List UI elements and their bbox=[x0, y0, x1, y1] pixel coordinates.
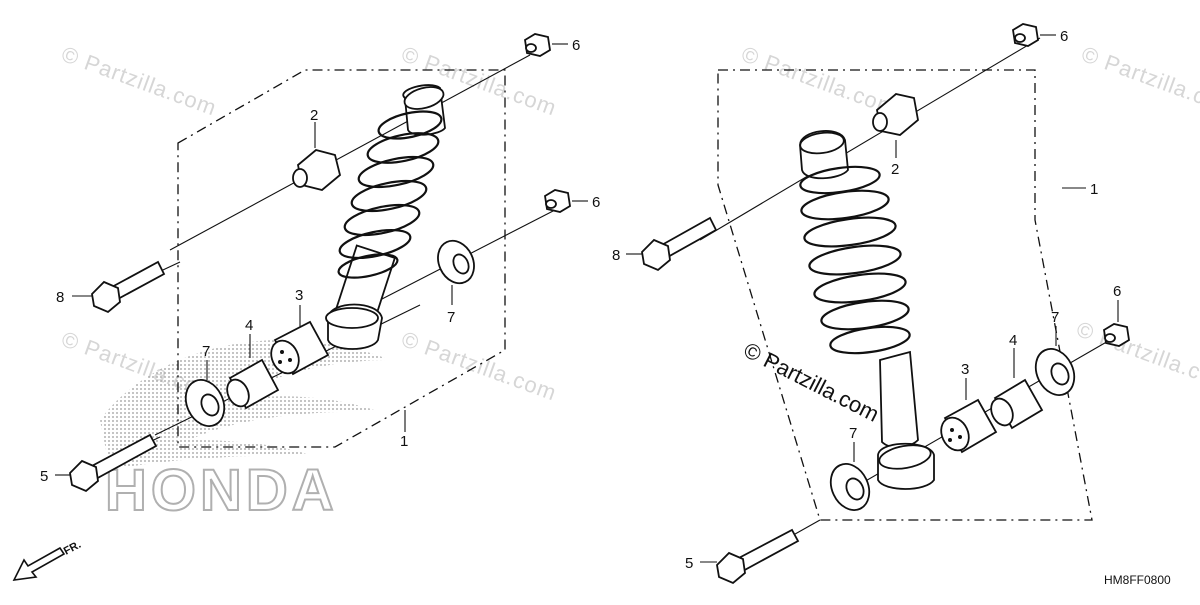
left-assembly: 2 6 6 7 3 4 7 8 5 1 bbox=[40, 33, 600, 493]
washer-left-left bbox=[184, 379, 226, 427]
callout-6-mid: 6 bbox=[1113, 283, 1121, 300]
diagram-id: HM8FF0800 bbox=[1104, 573, 1171, 587]
callout-2: 2 bbox=[891, 161, 899, 178]
bolt-right-top bbox=[641, 216, 718, 272]
washer-right-left bbox=[829, 463, 871, 511]
front-arrow-label: FR. bbox=[62, 539, 83, 558]
callout-6-mid: 6 bbox=[592, 194, 600, 211]
callout-7-right: 7 bbox=[1051, 309, 1059, 326]
callout-5: 5 bbox=[685, 555, 693, 572]
callout-7-left: 7 bbox=[849, 425, 857, 442]
watermark-3: © Partzilla.com bbox=[738, 41, 900, 120]
bolt-left-top bbox=[91, 260, 166, 314]
callout-5: 5 bbox=[40, 468, 48, 485]
watermark-7: © Partzilla.com bbox=[1073, 316, 1200, 395]
rubber-bushing-right bbox=[940, 398, 998, 454]
bolt-left-bottom bbox=[69, 433, 158, 493]
honda-wordmark: HONDA bbox=[105, 458, 338, 523]
shock-absorber-right bbox=[799, 130, 935, 490]
callout-3: 3 bbox=[961, 361, 969, 378]
nut-left-mid bbox=[544, 189, 571, 213]
callout-4: 4 bbox=[245, 317, 253, 334]
callout-6-top: 6 bbox=[572, 37, 580, 54]
front-direction-indicator: FR. bbox=[12, 539, 83, 581]
nut-right-mid bbox=[1103, 323, 1130, 347]
front-arrow-icon bbox=[12, 546, 66, 581]
callout-1: 1 bbox=[400, 433, 408, 450]
callout-2: 2 bbox=[310, 107, 318, 124]
bushing-right bbox=[872, 93, 919, 136]
rubber-bushing-left bbox=[270, 320, 330, 376]
bushing-left bbox=[292, 149, 342, 191]
partzilla-copyright: © Partzilla.com bbox=[740, 337, 883, 427]
nut-left-top bbox=[524, 33, 551, 57]
washer-left-right bbox=[437, 239, 475, 285]
watermark-1: © Partzilla.com bbox=[58, 41, 220, 120]
right-callouts: 2 6 1 6 7 4 3 7 8 5 bbox=[612, 28, 1121, 572]
collar-left bbox=[226, 358, 280, 410]
callout-3: 3 bbox=[295, 287, 303, 304]
washer-right-right bbox=[1034, 348, 1076, 396]
nut-right-top bbox=[1012, 23, 1039, 47]
watermark-6: © Partzilla.com bbox=[398, 326, 560, 405]
right-assembly-outline bbox=[717, 69, 1093, 521]
callout-1: 1 bbox=[1090, 181, 1098, 198]
callout-8: 8 bbox=[612, 247, 620, 264]
callout-7-right: 7 bbox=[447, 309, 455, 326]
right-assembly: 2 6 1 6 7 4 3 7 8 5 bbox=[612, 23, 1130, 585]
callout-6-top: 6 bbox=[1060, 28, 1068, 45]
left-callouts: 2 6 6 7 3 4 7 8 5 1 bbox=[40, 37, 600, 485]
callout-7-left: 7 bbox=[202, 343, 210, 360]
shock-absorber-left bbox=[325, 84, 446, 350]
bolt-right-bottom bbox=[716, 528, 800, 585]
callout-8: 8 bbox=[56, 289, 64, 306]
collar-right bbox=[990, 378, 1044, 430]
watermark-4: © Partzilla.com bbox=[1078, 41, 1200, 120]
callout-4: 4 bbox=[1009, 332, 1017, 349]
